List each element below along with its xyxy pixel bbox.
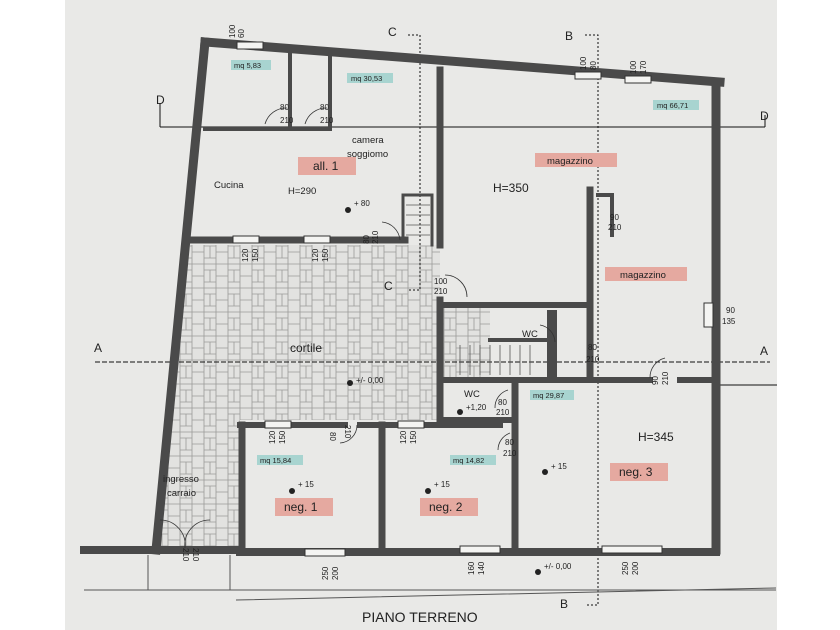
- room-label-magazzino-mid: magazzino: [620, 270, 666, 281]
- dimension-label: 210: [320, 116, 334, 125]
- section-mark-d-right: D: [760, 109, 769, 123]
- dimension-label: 210: [586, 355, 600, 364]
- section-mark-a-right: A: [760, 344, 768, 358]
- room-label-soggiorno: soggiomo: [347, 149, 388, 160]
- dimension-label: 80: [498, 398, 507, 407]
- dimension-label: 210: [503, 449, 517, 458]
- dimension-label: 80: [505, 438, 514, 447]
- area-label: mq 66,71: [657, 101, 688, 110]
- level-label: + 80: [354, 199, 370, 208]
- dimension-label: 60: [237, 29, 246, 38]
- dimension-label: 200: [331, 566, 340, 580]
- level-label: + 15: [298, 480, 314, 489]
- area-label: mq 30,53: [351, 74, 382, 83]
- room-label-wc1: WC: [522, 329, 538, 340]
- label-bg-magazzino-top: [535, 153, 617, 167]
- room-height-cucina: H=290: [288, 186, 316, 197]
- dimension-label: 80: [320, 103, 329, 112]
- area-label: mq 5,83: [234, 61, 261, 70]
- windows: [232, 41, 714, 557]
- room-label-neg3: neg. 3: [619, 465, 653, 479]
- dimension-label: 80: [280, 103, 289, 112]
- room-height-magazzino: H=350: [493, 181, 529, 195]
- label-bg-neg1: [275, 498, 333, 516]
- dimension-label: 90: [651, 376, 660, 385]
- dimension-label: 80: [362, 235, 371, 244]
- plan-title: PIANO TERRENO: [362, 609, 478, 625]
- label-bg-neg3: [610, 463, 668, 481]
- dimension-label: 210: [661, 371, 670, 385]
- dimension-label: 100: [629, 60, 638, 74]
- dimension-label: 160: [467, 561, 476, 575]
- label-bg-magazzino-mid: [605, 267, 687, 281]
- section-mark-b-bottom: B: [560, 597, 568, 611]
- dimension-label: 90: [610, 213, 619, 222]
- room-label-wc2: WC: [464, 389, 480, 400]
- level-label: + 15: [551, 462, 567, 471]
- dimension-label: 200: [631, 561, 640, 575]
- section-mark-d-left: D: [156, 93, 165, 107]
- room-height-neg3: H=345: [638, 430, 674, 444]
- dimension-label: 210: [496, 408, 510, 417]
- room-label-cucina: Cucina: [214, 180, 244, 191]
- dimension-label: 90: [726, 306, 735, 315]
- dimension-label: 120: [268, 430, 277, 444]
- dimension-label: 150: [278, 430, 287, 444]
- dimension-label: 250: [321, 566, 330, 580]
- dimension-label: 150: [409, 430, 418, 444]
- dimension-label: 120: [311, 248, 320, 262]
- room-label-camera: camera: [352, 135, 384, 146]
- section-mark-c-bottom: C: [384, 279, 393, 293]
- area-labels: mq 5,83 mq 30,53 mq 66,71 mq 29,87 mq 15…: [231, 60, 699, 465]
- dimension-label: 210: [181, 548, 190, 562]
- walls: [80, 37, 725, 556]
- room-label-neg2: neg. 2: [429, 500, 463, 514]
- dimension-label: 100: [434, 277, 448, 286]
- section-mark-c-top: C: [388, 25, 397, 39]
- dimension-label: 170: [639, 60, 648, 74]
- room-label-ingresso: ingresso: [163, 474, 199, 485]
- dimension-label: 250: [621, 561, 630, 575]
- area-label: mq 14,82: [453, 456, 484, 465]
- label-bg-all1: [298, 157, 356, 175]
- dimension-label: 120: [241, 248, 250, 262]
- dimension-label: 150: [321, 248, 330, 262]
- stairs: [406, 204, 531, 375]
- section-mark-b-top: B: [565, 29, 573, 43]
- room-label-cortile: cortile: [290, 341, 322, 355]
- dimension-label: 100: [228, 24, 237, 38]
- section-mark-a-left: A: [94, 341, 102, 355]
- room-label-neg1: neg. 1: [284, 500, 318, 514]
- dimension-label: 140: [477, 561, 486, 575]
- dimension-label: 210: [371, 230, 380, 244]
- dimension-label: 120: [399, 430, 408, 444]
- dimension-label: 80: [588, 343, 597, 352]
- doors: [159, 107, 666, 549]
- dimension-label: 210: [280, 116, 294, 125]
- level-label: +/- 0,00: [544, 562, 572, 571]
- dimension-label: 80: [589, 61, 598, 70]
- dimension-label: 150: [251, 248, 260, 262]
- dimension-label: 135: [722, 317, 736, 326]
- dimension-label: 210: [191, 548, 200, 562]
- sidewalk: [84, 555, 777, 601]
- label-bg-neg2: [420, 498, 478, 516]
- dimension-label: 80: [328, 432, 337, 441]
- dimension-label: 210: [434, 287, 448, 296]
- level-markers: + 80 +/- 0,00 +1,20 + 15 + 15 + 15 +/- 0…: [289, 199, 572, 575]
- room-label-all1: all. 1: [313, 159, 339, 173]
- room-label-magazzino-top: magazzino: [547, 156, 593, 167]
- dimension-label: 100: [579, 56, 588, 70]
- dimension-label: 210: [343, 425, 352, 439]
- level-label: +1,20: [466, 403, 487, 412]
- level-label: +/- 0,00: [356, 376, 384, 385]
- room-label-carraio: carraio: [167, 488, 196, 499]
- area-label: mq 15,84: [260, 456, 291, 465]
- area-label: mq 29,87: [533, 391, 564, 400]
- dimension-label: 210: [608, 223, 622, 232]
- level-label: + 15: [434, 480, 450, 489]
